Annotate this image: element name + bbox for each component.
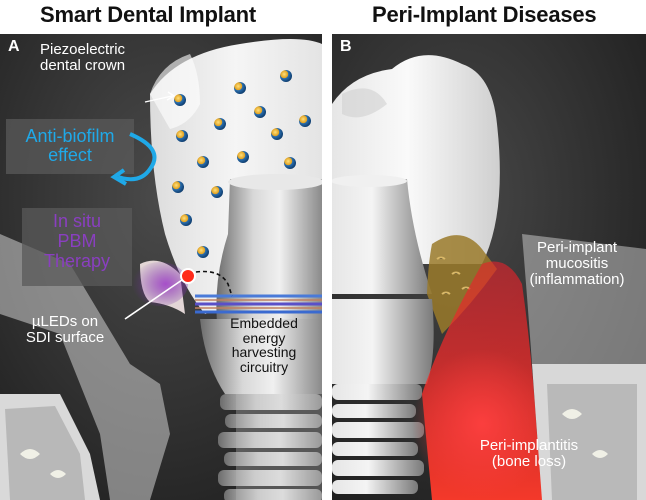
panel-a-letter: A xyxy=(8,38,20,56)
implantitis-line1: Peri-implantitis xyxy=(454,438,604,454)
mucositis-label: Peri-implant mucositis (inflammation) xyxy=(512,240,642,287)
micro-led-line1: µLEDs on xyxy=(10,314,120,330)
anti-biofilm-line2: effect xyxy=(6,146,134,165)
mucositis-line1: Peri-implant xyxy=(512,240,642,256)
crown-label-line2: dental crown xyxy=(40,58,150,74)
right-panel-title: Peri-Implant Diseases xyxy=(372,2,596,28)
circuitry-line1: Embedded xyxy=(214,316,314,331)
pbm-line3: Therapy xyxy=(22,252,132,272)
mucositis-line2: mucositis xyxy=(512,256,642,272)
circuitry-line2: energy xyxy=(214,331,314,346)
panel-b-letter: B xyxy=(340,38,352,56)
micro-led-label: µLEDs on SDI surface xyxy=(10,314,120,346)
micro-led-line2: SDI surface xyxy=(10,330,120,346)
panel-b-peri-implant-diseases: B Peri-implant mucositis (inflammation) … xyxy=(332,34,646,500)
pbm-line1: In situ xyxy=(22,212,132,232)
implantitis-label: Peri-implantitis (bone loss) xyxy=(454,438,604,470)
panel-a-smart-implant: A Piezoelectric dental crown Anti-biofil… xyxy=(0,34,322,500)
implantitis-line2: (bone loss) xyxy=(454,454,604,470)
crown-label-line1: Piezoelectric xyxy=(40,42,150,58)
pbm-therapy-label: In situ PBM Therapy xyxy=(22,212,132,271)
anti-biofilm-line1: Anti-biofilm xyxy=(6,127,134,146)
figure-header: Smart Dental Implant Peri-Implant Diseas… xyxy=(0,0,646,34)
anti-biofilm-label: Anti-biofilm effect xyxy=(6,127,134,165)
left-panel-title: Smart Dental Implant xyxy=(40,2,256,28)
panel-divider xyxy=(322,34,332,500)
crown-label: Piezoelectric dental crown xyxy=(40,42,150,74)
circuitry-line3: harvesting xyxy=(214,345,314,360)
mucositis-line3: (inflammation) xyxy=(512,272,642,288)
pbm-line2: PBM xyxy=(22,232,132,252)
circuitry-line4: circuitry xyxy=(214,360,314,375)
circuitry-label: Embedded energy harvesting circuitry xyxy=(214,316,314,375)
